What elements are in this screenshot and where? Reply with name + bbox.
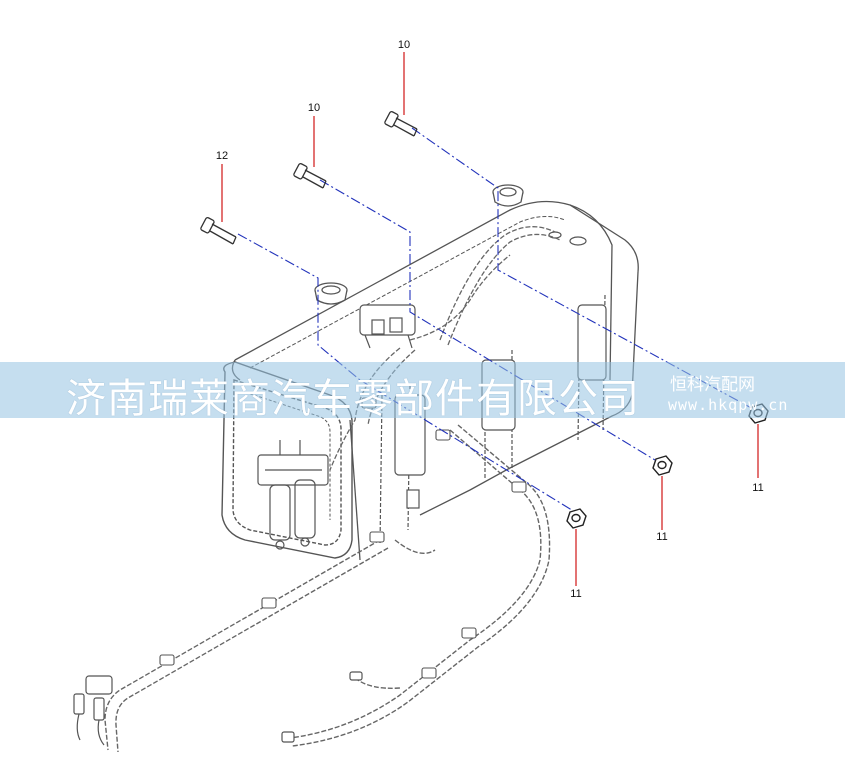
supply-line xyxy=(104,539,436,753)
sender-port xyxy=(548,231,587,246)
watermark-band xyxy=(0,362,845,418)
level-sender-unit xyxy=(359,304,416,349)
nut-11-left xyxy=(566,508,587,529)
line-connector xyxy=(73,671,363,746)
fuel-filter-assembly xyxy=(257,440,329,550)
bolt-10-left xyxy=(293,162,327,189)
callout-10-right: 10 xyxy=(398,39,410,51)
nut-11-middle xyxy=(652,455,673,476)
watermark-site-url: www.hkqpw.cn xyxy=(668,396,789,414)
leader-lines xyxy=(221,52,759,586)
bolt-10-right xyxy=(384,110,418,137)
callout-11-middle: 11 xyxy=(656,531,667,543)
callout-12: 12 xyxy=(216,150,228,162)
callout-10-left: 10 xyxy=(308,102,320,114)
callout-11-left: 11 xyxy=(570,588,581,600)
filler-cap xyxy=(314,282,348,305)
bolt-12 xyxy=(200,216,237,245)
breather-cap xyxy=(492,184,524,207)
watermark-site-name: 恒科汽配网 xyxy=(670,375,755,395)
watermark-company-name: 济南瑞莱商汽车零部件有限公司 xyxy=(66,376,640,422)
callout-11-right: 11 xyxy=(752,482,763,494)
